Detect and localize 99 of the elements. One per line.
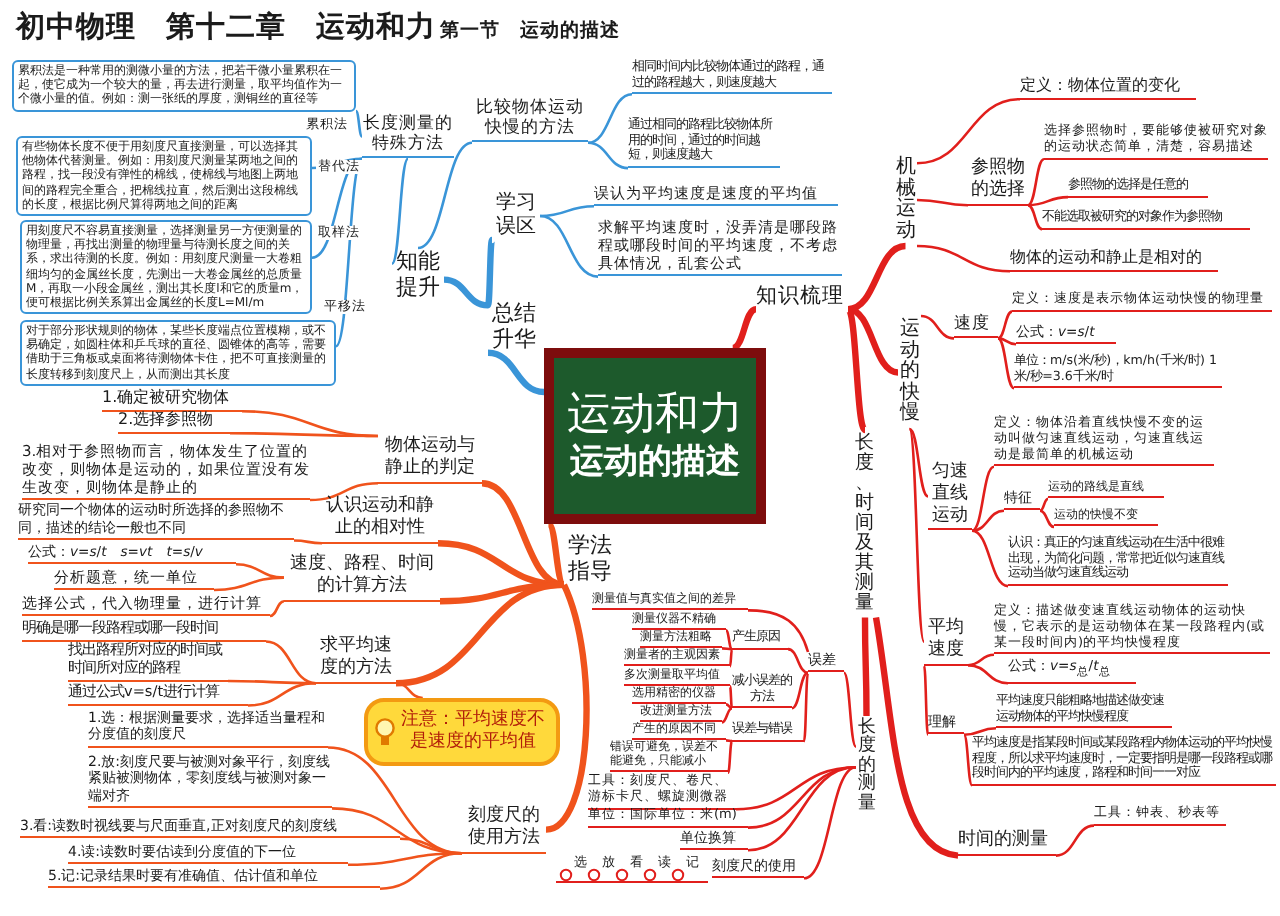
branch-line	[802, 672, 810, 742]
branch-line	[487, 349, 545, 396]
branch-line	[539, 214, 599, 278]
branch-line	[1055, 824, 1095, 857]
branch-line	[747, 765, 857, 852]
branch-text: 物体的运动和静止是相对的	[1010, 248, 1218, 272]
branch-line	[962, 734, 974, 786]
branch-line	[247, 681, 317, 707]
branch-line	[443, 276, 489, 309]
branch-line	[1027, 204, 1043, 231]
branch-line	[721, 647, 733, 651]
topic-text: 运动的快慢	[898, 316, 921, 429]
branch-line	[787, 647, 809, 675]
branch-line	[545, 583, 590, 833]
branch-line	[417, 141, 473, 250]
branch-line	[311, 157, 363, 259]
topic-text: 长度、时间及其测量	[854, 430, 876, 618]
note-text: 注意：平均速度不是速度的平均值	[399, 709, 547, 755]
branch-line	[213, 576, 285, 592]
branch-line	[845, 307, 868, 433]
topic-subtitle: 运动的描述	[570, 442, 740, 485]
topic-text: 知识梳理	[756, 284, 848, 310]
branch-line	[725, 739, 733, 743]
branch-line	[967, 663, 1009, 685]
topic-text: 参照物的选择	[968, 158, 1028, 206]
topic-text: 总结升华	[488, 300, 540, 353]
branch-line	[971, 509, 1005, 533]
central-topic-box	[544, 348, 766, 524]
topic-text: 速度、路程、时间的计算方法	[284, 554, 440, 602]
branch-line	[1027, 158, 1045, 207]
branch-line	[354, 110, 364, 138]
branch-text: 定义：物体位置的变化	[1020, 76, 1196, 100]
branch-line	[967, 653, 995, 667]
branch-line	[922, 664, 930, 736]
branch-line	[726, 740, 734, 774]
branch-line	[728, 686, 734, 709]
branch-line	[235, 563, 285, 579]
topic-text: 学习误区	[492, 192, 540, 240]
branch-line	[721, 707, 733, 724]
page-title: 初中物理 第十二章 运动和力	[16, 12, 436, 46]
topic-text: 长度的测量	[856, 716, 877, 819]
branch-line	[920, 314, 955, 340]
topic-text: 求平均速度的方法	[316, 636, 396, 684]
branch-line	[963, 726, 997, 737]
branch-line	[391, 157, 409, 265]
topic-text: 物体运动与静止的判定	[378, 436, 482, 484]
branch-line	[395, 681, 423, 700]
branch-line	[747, 609, 810, 653]
branch-line	[725, 703, 733, 710]
branch-line	[335, 157, 363, 347]
branch-line	[724, 629, 734, 650]
topic-text: 认识运动和静止的相对性	[322, 496, 438, 544]
topic-text: 知能提升	[392, 248, 444, 301]
topic-text: 学法指导	[564, 532, 616, 585]
topic-text: 长度测量的特殊方法	[362, 114, 454, 159]
branch-line	[230, 431, 378, 438]
branch-line	[872, 616, 959, 859]
branch-line	[728, 648, 734, 667]
branch-text: 1.确定被研究物体	[102, 388, 242, 412]
topic-text: 时间的测量	[958, 830, 1056, 856]
topic-text: 比较物体运动快慢的方法	[472, 98, 588, 143]
branch-line	[842, 672, 858, 748]
topic-title: 运动和力	[567, 387, 743, 443]
branch-text: 2.选择参照物	[118, 410, 230, 434]
branch-line	[908, 427, 929, 498]
branch-line	[1027, 195, 1069, 207]
branch-line	[587, 92, 633, 145]
branch-line	[269, 599, 285, 618]
branch-line	[587, 141, 629, 170]
branch-line	[971, 465, 995, 532]
branch-line	[803, 765, 857, 880]
branch-line	[861, 617, 870, 716]
branch-line	[791, 671, 809, 710]
topic-text: 机械运动	[894, 154, 917, 246]
topic-text: 速度	[954, 314, 998, 339]
section-heading: 第一节 运动的描述	[440, 22, 620, 44]
topic-text: 匀速直线运动	[928, 462, 972, 531]
branch-line	[997, 337, 1017, 346]
branch-line	[309, 481, 379, 502]
branch-line	[916, 198, 969, 207]
note-box	[364, 698, 560, 766]
topic-text: 平均速度	[924, 618, 968, 666]
branch-line	[379, 851, 463, 891]
branch-line	[847, 242, 907, 313]
branch-line	[997, 337, 1015, 390]
branch-line	[293, 539, 323, 545]
branch-line	[1039, 497, 1049, 512]
branch-line	[971, 529, 1009, 588]
branch-line	[1039, 509, 1055, 529]
branch-line	[539, 204, 595, 218]
branch-line	[997, 310, 1013, 340]
branch-line	[847, 306, 899, 376]
topic-text: 刻度尺的使用方法	[462, 806, 546, 854]
branch-line	[265, 640, 317, 685]
branch-line	[484, 239, 496, 306]
branch-line	[916, 97, 1021, 165]
branch-line	[916, 244, 1011, 273]
branch-line	[908, 428, 926, 643]
branch-line	[731, 306, 757, 352]
